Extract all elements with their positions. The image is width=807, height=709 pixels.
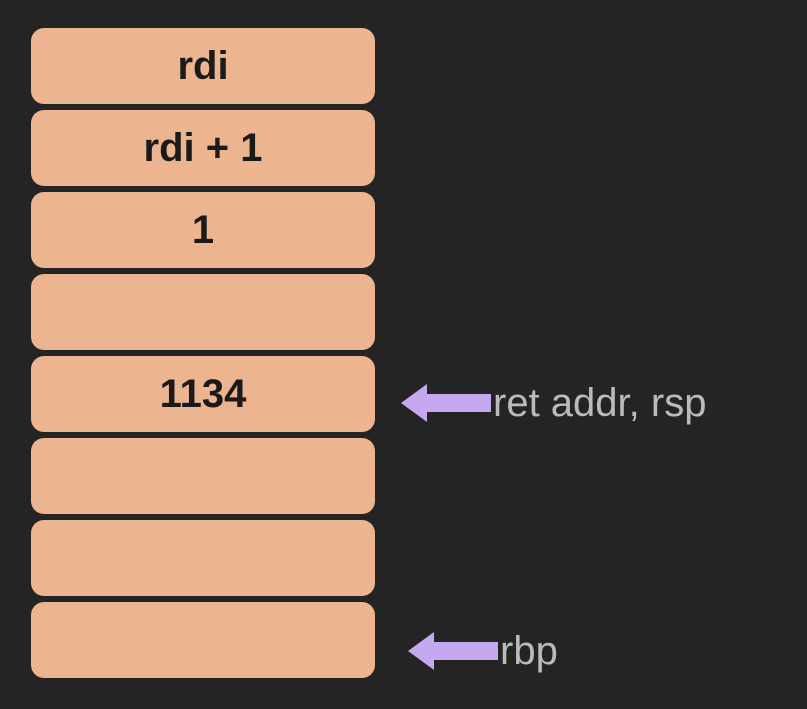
- stack-cell[interactable]: rdi: [31, 28, 375, 104]
- arrow-left-icon: [408, 632, 498, 670]
- stack-cell[interactable]: [31, 274, 375, 350]
- stack-cell[interactable]: 1134: [31, 356, 375, 432]
- arrow-left-icon: [401, 384, 491, 422]
- stack-cell[interactable]: rdi + 1: [31, 110, 375, 186]
- stack-cell-label: rdi + 1: [143, 126, 263, 170]
- stack-cell-label: 1134: [159, 372, 247, 416]
- stack-cell-label: rdi: [177, 44, 229, 88]
- stack-cell-label: 1: [191, 208, 215, 252]
- annotation-label: rbp: [500, 629, 558, 673]
- annotation-rbp: rbp: [408, 629, 558, 673]
- annotation-label: ret addr, rsp: [493, 381, 707, 425]
- stack-cell[interactable]: 1: [31, 192, 375, 268]
- annotation-ret-addr: ret addr, rsp: [401, 381, 706, 425]
- stack-cell-list: rdi rdi + 1 1 1134: [31, 28, 375, 678]
- stack-cell[interactable]: [31, 602, 375, 678]
- stack-cell[interactable]: [31, 520, 375, 596]
- stack-cell[interactable]: [31, 438, 375, 514]
